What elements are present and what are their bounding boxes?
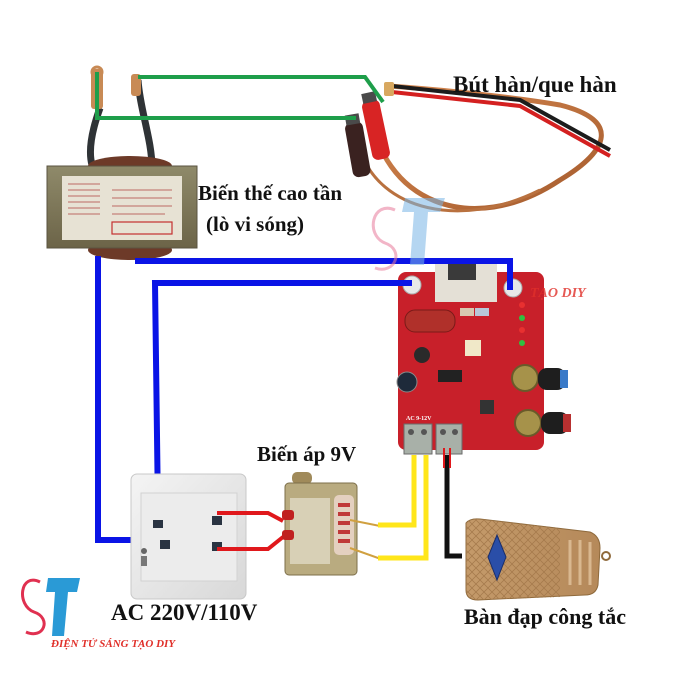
red-wires — [217, 511, 285, 551]
wire-green-1 — [95, 108, 356, 120]
pen-wire-black — [391, 84, 611, 152]
wire-green-2 — [138, 75, 385, 104]
electrode-red — [361, 91, 390, 160]
watermark-pcb-text: TẠO DIY — [530, 286, 586, 301]
label-hf-transformer-sub: (lò vi sóng) — [206, 212, 305, 236]
pcb-terminal-label: AC 9-12V — [406, 416, 432, 422]
transformer-9v — [282, 472, 358, 576]
green-wires — [95, 72, 385, 120]
wire-red-2 — [217, 535, 285, 551]
hf-transformer — [46, 65, 198, 260]
wire-black-1 — [444, 455, 462, 559]
label-foot-switch: Bàn đạp công tắc — [464, 604, 626, 629]
label-transformer-9v: Biến áp 9V — [257, 442, 357, 466]
wire-red-1 — [217, 511, 284, 523]
yellow-wires — [349, 455, 429, 561]
pen-wire-red — [391, 90, 611, 158]
hf-lug-right — [131, 74, 141, 96]
wire-yellow-2 — [378, 455, 429, 561]
wire-blue-2 — [135, 258, 513, 290]
watermark-brand-text: ĐIỆN TỬ SÁNG TẠO DIY — [51, 638, 176, 650]
foot-pedal — [465, 518, 611, 601]
pot-1 — [511, 364, 568, 392]
terminal-ac-9-12v — [403, 423, 433, 455]
socket-hole-2 — [160, 540, 170, 549]
pedal-diamond-logo — [487, 533, 507, 582]
black-wire — [443, 448, 462, 559]
socket-hole-3 — [212, 516, 222, 525]
label-welding-pen: Bút hàn/que hàn — [453, 72, 617, 97]
pen-cable-copper — [367, 83, 604, 211]
socket-hole-1 — [153, 520, 163, 528]
wire-yellow-1 — [378, 455, 417, 528]
watermark-logo-center — [371, 198, 445, 271]
label-hf-transformer: Biến thế cao tần — [198, 181, 343, 205]
label-mains: AC 220V/110V — [111, 600, 258, 625]
control-board — [396, 258, 571, 455]
wall-socket — [130, 473, 247, 600]
wire-blue-3 — [151, 280, 412, 513]
watermark-logo-corner — [21, 578, 80, 636]
pot-2 — [514, 409, 571, 437]
